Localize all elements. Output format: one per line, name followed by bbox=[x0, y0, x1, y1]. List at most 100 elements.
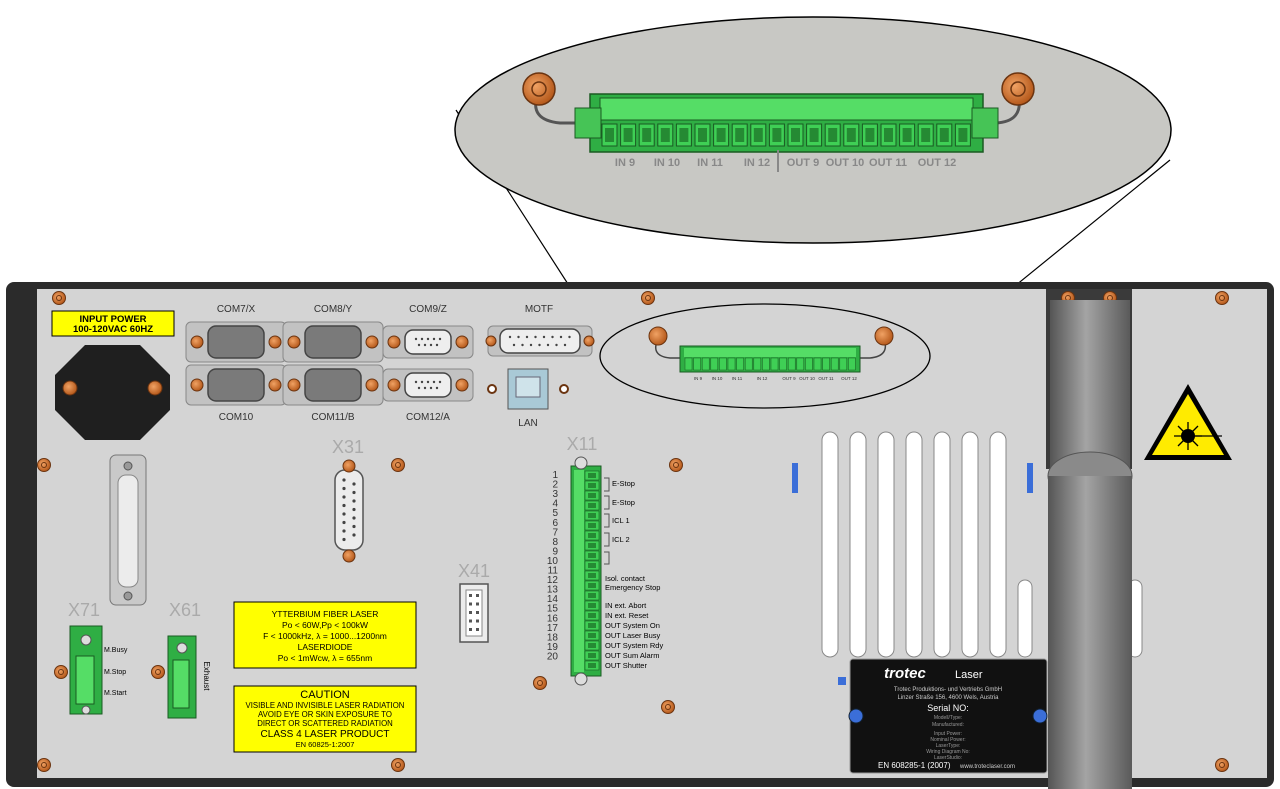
blue-clip-left bbox=[792, 463, 798, 493]
x11-number: 2 bbox=[552, 480, 558, 491]
vent-slot bbox=[933, 431, 951, 658]
x11-number: 6 bbox=[552, 518, 558, 529]
x11-number: 1 bbox=[552, 470, 558, 481]
panel-screw-center bbox=[645, 295, 651, 301]
port-screw bbox=[268, 378, 282, 392]
port-shell bbox=[207, 368, 265, 402]
mini-pin bbox=[770, 357, 779, 371]
x11-pin-hole bbox=[588, 543, 596, 548]
x31-connector bbox=[334, 459, 364, 563]
svg-text:Po < 1mWcw, λ = 655nm: Po < 1mWcw, λ = 655nm bbox=[278, 653, 372, 663]
x11-pin-hole bbox=[588, 503, 596, 508]
svg-text:Modell/Type:: Modell/Type: bbox=[934, 715, 962, 721]
motf-screw bbox=[485, 335, 497, 347]
port-screw bbox=[268, 335, 282, 349]
zoom-label: IN 12 bbox=[744, 157, 770, 169]
mini-pin bbox=[822, 357, 830, 371]
com-ports bbox=[185, 321, 595, 406]
zoom-pin-hole bbox=[642, 128, 652, 142]
svg-text:CAUTION: CAUTION bbox=[300, 689, 350, 701]
com7-label: COM7/X bbox=[217, 304, 256, 315]
mini-pin bbox=[701, 357, 710, 371]
plate-serial: Serial NO: bbox=[927, 703, 969, 713]
x11-pin-hole bbox=[588, 633, 596, 638]
port-screw bbox=[455, 378, 469, 392]
plate-footer: EN 608285-1 (2007) bbox=[878, 761, 951, 770]
zoom-pin-hole bbox=[716, 128, 726, 142]
x11-number: 5 bbox=[552, 508, 558, 519]
mini-pin bbox=[830, 357, 839, 371]
panel-screw-center bbox=[673, 462, 679, 468]
x11-shutter: OUT Shutter bbox=[605, 661, 647, 670]
panel-screw bbox=[54, 665, 68, 679]
panel-screw-center bbox=[56, 295, 62, 301]
zoom-pin-hole bbox=[939, 128, 949, 142]
mini-label: OUT 10 bbox=[799, 376, 815, 381]
motf-pin bbox=[512, 343, 516, 347]
x11-number: 12 bbox=[547, 575, 559, 586]
x11-pin-hole bbox=[588, 653, 596, 658]
port-pin bbox=[426, 380, 430, 384]
x11-pin-hole bbox=[588, 623, 596, 628]
vent-slot-short bbox=[1017, 579, 1033, 658]
plate-url: www.troteclaser.com bbox=[959, 764, 1015, 770]
x11-pin-hole bbox=[588, 533, 596, 538]
x11-pin-hole bbox=[588, 593, 596, 598]
vent-slot bbox=[877, 431, 895, 658]
x41-pin bbox=[469, 594, 472, 597]
x31-pin bbox=[342, 529, 346, 533]
x11-pin-hole bbox=[588, 613, 596, 618]
svg-text:100-120VAC 60HZ: 100-120VAC 60HZ bbox=[73, 324, 153, 335]
panel-screw bbox=[1215, 758, 1229, 772]
x11-number: 3 bbox=[552, 489, 558, 500]
x11-number: 7 bbox=[552, 527, 558, 538]
x41-label: X41 bbox=[458, 561, 490, 581]
x61-label: X61 bbox=[169, 600, 201, 620]
x11-pin-hole bbox=[588, 493, 596, 498]
svg-text:Po < 60W,Pp < 100kW: Po < 60W,Pp < 100kW bbox=[282, 620, 368, 630]
port-pin bbox=[435, 386, 439, 390]
mini-label: OUT 11 bbox=[818, 376, 834, 381]
x11-number: 14 bbox=[547, 594, 559, 605]
svg-text:LASERDIODE: LASERDIODE bbox=[298, 642, 353, 652]
x11-system-rdy: OUT System Rdy bbox=[605, 641, 663, 650]
mini-pin bbox=[787, 357, 796, 371]
x11-pin-hole bbox=[588, 573, 596, 578]
x31-pin bbox=[352, 490, 356, 495]
x11-pin-hole bbox=[588, 563, 596, 568]
mini-pin bbox=[693, 357, 701, 371]
com8-label: COM8/Y bbox=[314, 304, 353, 315]
x11-signal-labels: E-Stop E-Stop ICL 1 ICL 2 Isol. contact … bbox=[604, 477, 663, 670]
port-pin bbox=[429, 343, 433, 347]
mini-pin bbox=[848, 357, 856, 371]
svg-text:Nominal Power:: Nominal Power: bbox=[930, 737, 965, 743]
trotec-nameplate: trotec Laser Trotec Produktions- und Ver… bbox=[848, 658, 1048, 774]
vent-slot bbox=[905, 431, 923, 658]
com9-label: COM9/Z bbox=[409, 304, 447, 315]
port-screw bbox=[190, 335, 204, 349]
x11-number: 16 bbox=[547, 613, 559, 624]
mini-pin bbox=[762, 357, 770, 371]
x41-pin bbox=[476, 594, 479, 597]
panel-screw bbox=[661, 700, 675, 714]
port-shell bbox=[304, 368, 362, 402]
panel-screw bbox=[151, 665, 165, 679]
motf-pin bbox=[542, 335, 546, 339]
port-screw bbox=[287, 335, 301, 349]
svg-text:Trotec Produktions- und Vertri: Trotec Produktions- und Vertriebs GmbH bbox=[894, 687, 1002, 693]
x31-pin bbox=[342, 478, 346, 482]
x31-pin bbox=[352, 499, 356, 503]
motf-pin bbox=[555, 343, 558, 347]
mini-pin bbox=[710, 357, 719, 371]
x41-pin bbox=[469, 611, 472, 614]
x11-pin-hole bbox=[588, 483, 596, 488]
x11-emergency: Emergency Stop bbox=[605, 583, 660, 592]
zoom-pin-hole bbox=[735, 128, 745, 142]
mini-label: IN 10 bbox=[712, 376, 723, 381]
zoom-pin-hole bbox=[605, 128, 614, 142]
motf-shell bbox=[499, 328, 581, 354]
panel-screw bbox=[641, 291, 655, 305]
port-pin bbox=[432, 337, 436, 341]
mini-pin bbox=[805, 357, 813, 371]
